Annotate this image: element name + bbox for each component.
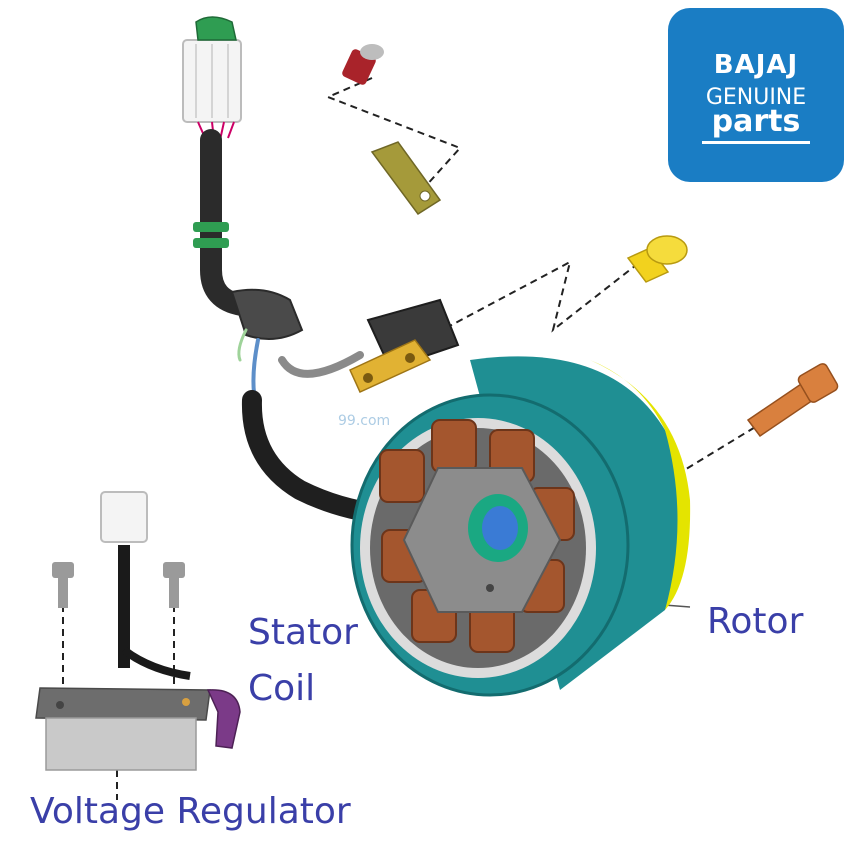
red-screw: [342, 44, 384, 85]
bracket-plate: [370, 141, 442, 216]
label-coil: Coil: [248, 668, 316, 709]
bajaj-genuine-parts-logo: BAJAJ GENUINE parts: [668, 8, 844, 182]
label-stator: Stator: [248, 612, 358, 653]
logo-line3: parts: [711, 104, 801, 139]
wire-connector-plug: [182, 16, 242, 141]
orange-bolt: [746, 363, 839, 438]
pickup-sensor: [349, 298, 460, 393]
watermark-text: 99.com: [338, 413, 391, 429]
stator-coil: [379, 419, 575, 653]
yellow-screw: [626, 235, 688, 283]
logo-brand-text: BAJAJ: [713, 50, 799, 80]
label-rotor: Rotor: [707, 601, 804, 642]
logo-line2: GENUINE: [705, 85, 807, 110]
logo-underline: [702, 141, 810, 144]
voltage-regulator-part: [35, 491, 241, 771]
label-voltage-regulator: Voltage Regulator: [30, 791, 351, 832]
